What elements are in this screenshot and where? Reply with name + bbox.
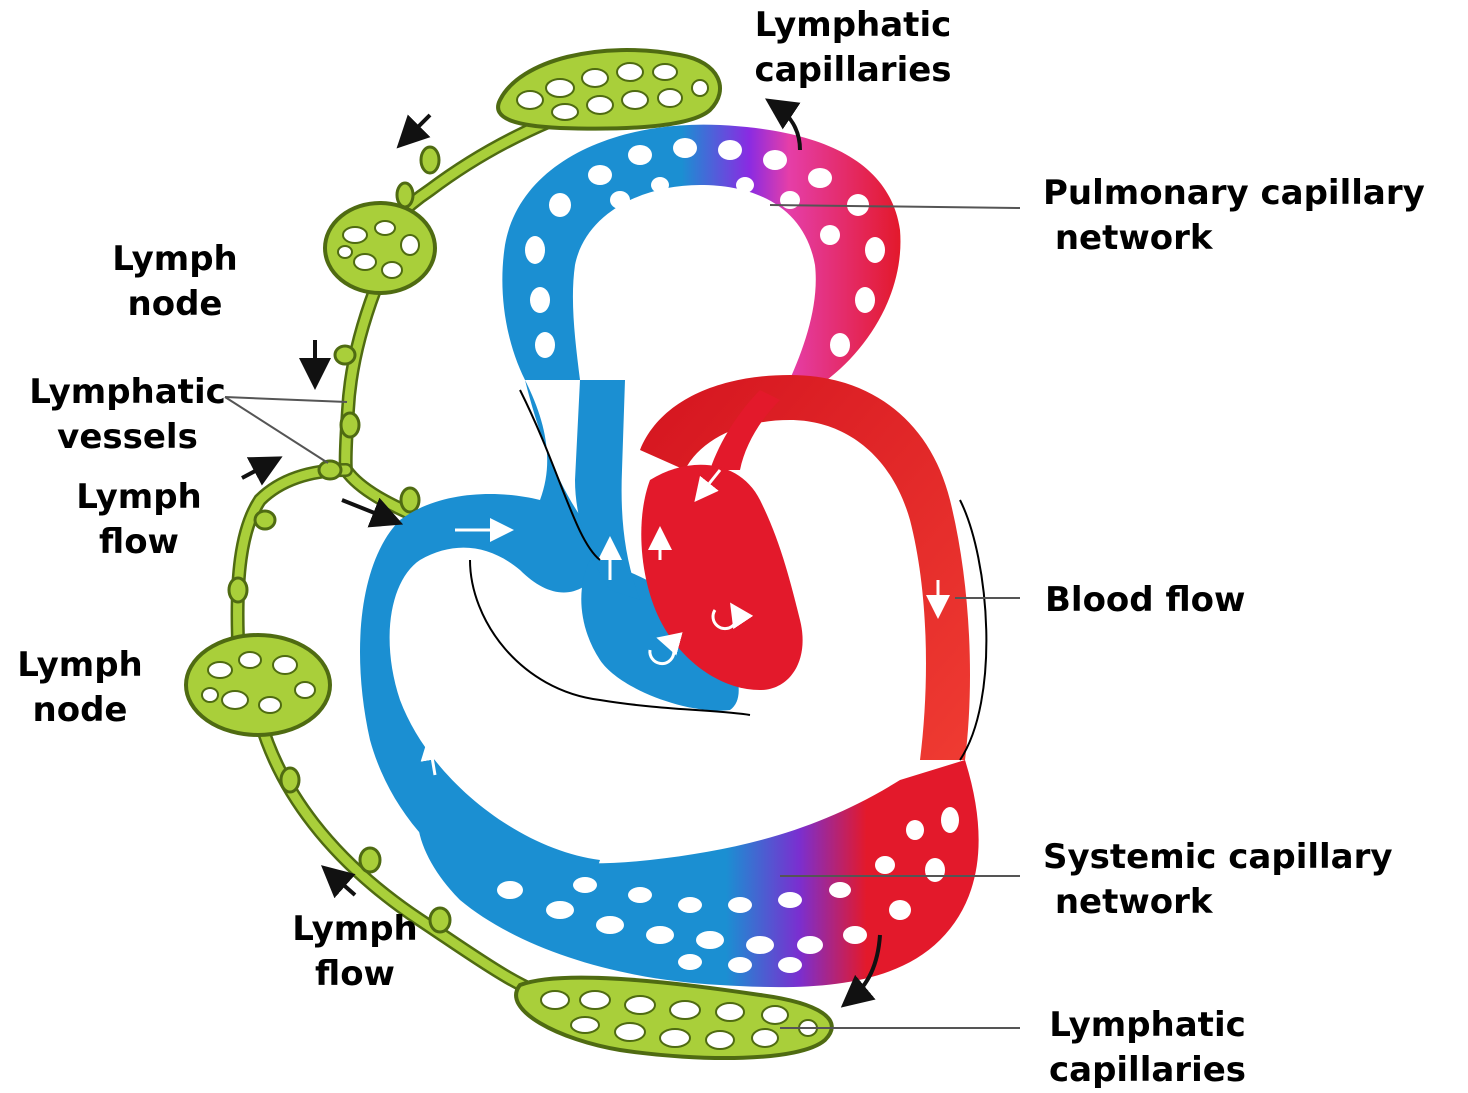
- lymph-valve: [397, 183, 413, 207]
- label-lymphatic-vessels: Lymphatic vessels: [10, 370, 245, 460]
- lymphatic-capillaries-bottom-bed: [516, 978, 832, 1058]
- label-lymphatic-capillaries-bottom: Lymphatic capillaries: [1030, 1003, 1265, 1093]
- label-lymphatic-capillaries-top: Lymphatic capillaries: [738, 3, 968, 93]
- lymph-flow-arrow: [405, 115, 430, 140]
- lymph-valve: [255, 511, 275, 529]
- label-pulmonary-capillary-network: Pulmonary capillary network: [1043, 171, 1425, 261]
- lymph-valve: [421, 147, 439, 173]
- lymph-node-upper: [325, 203, 435, 293]
- label-lymph-flow-upper: Lymph flow: [64, 475, 214, 565]
- right-heart-venous-return: [360, 380, 600, 920]
- lymph-flow-arrow: [242, 462, 272, 478]
- lymph-node-lower: [186, 635, 330, 735]
- systemic-capillary-network: [417, 760, 978, 987]
- label-lymph-node-upper: Lymph node: [100, 237, 250, 327]
- lymph-valve: [319, 461, 341, 479]
- lymph-valve: [335, 346, 355, 364]
- blood-circulation: [360, 125, 986, 988]
- lymphatic-capillaries-top-bed: [498, 50, 720, 129]
- lymph-valve: [281, 768, 299, 792]
- pulmonary-capillary-network: [502, 125, 900, 400]
- lymph-flow-arrow: [330, 873, 355, 895]
- lymph-valve: [360, 848, 380, 872]
- lymph-valve: [430, 908, 450, 932]
- label-systemic-capillary-network: Systemic capillary network: [1043, 835, 1393, 925]
- label-lymph-node-lower: Lymph node: [5, 643, 155, 733]
- label-lymph-flow-lower: Lymph flow: [280, 907, 430, 997]
- label-blood-flow: Blood flow: [1045, 578, 1245, 623]
- lymph-valve: [341, 413, 359, 437]
- lymph-valve: [401, 488, 419, 512]
- lymph-valve: [229, 578, 247, 602]
- lymphatic-vessel-branch: [238, 470, 346, 640]
